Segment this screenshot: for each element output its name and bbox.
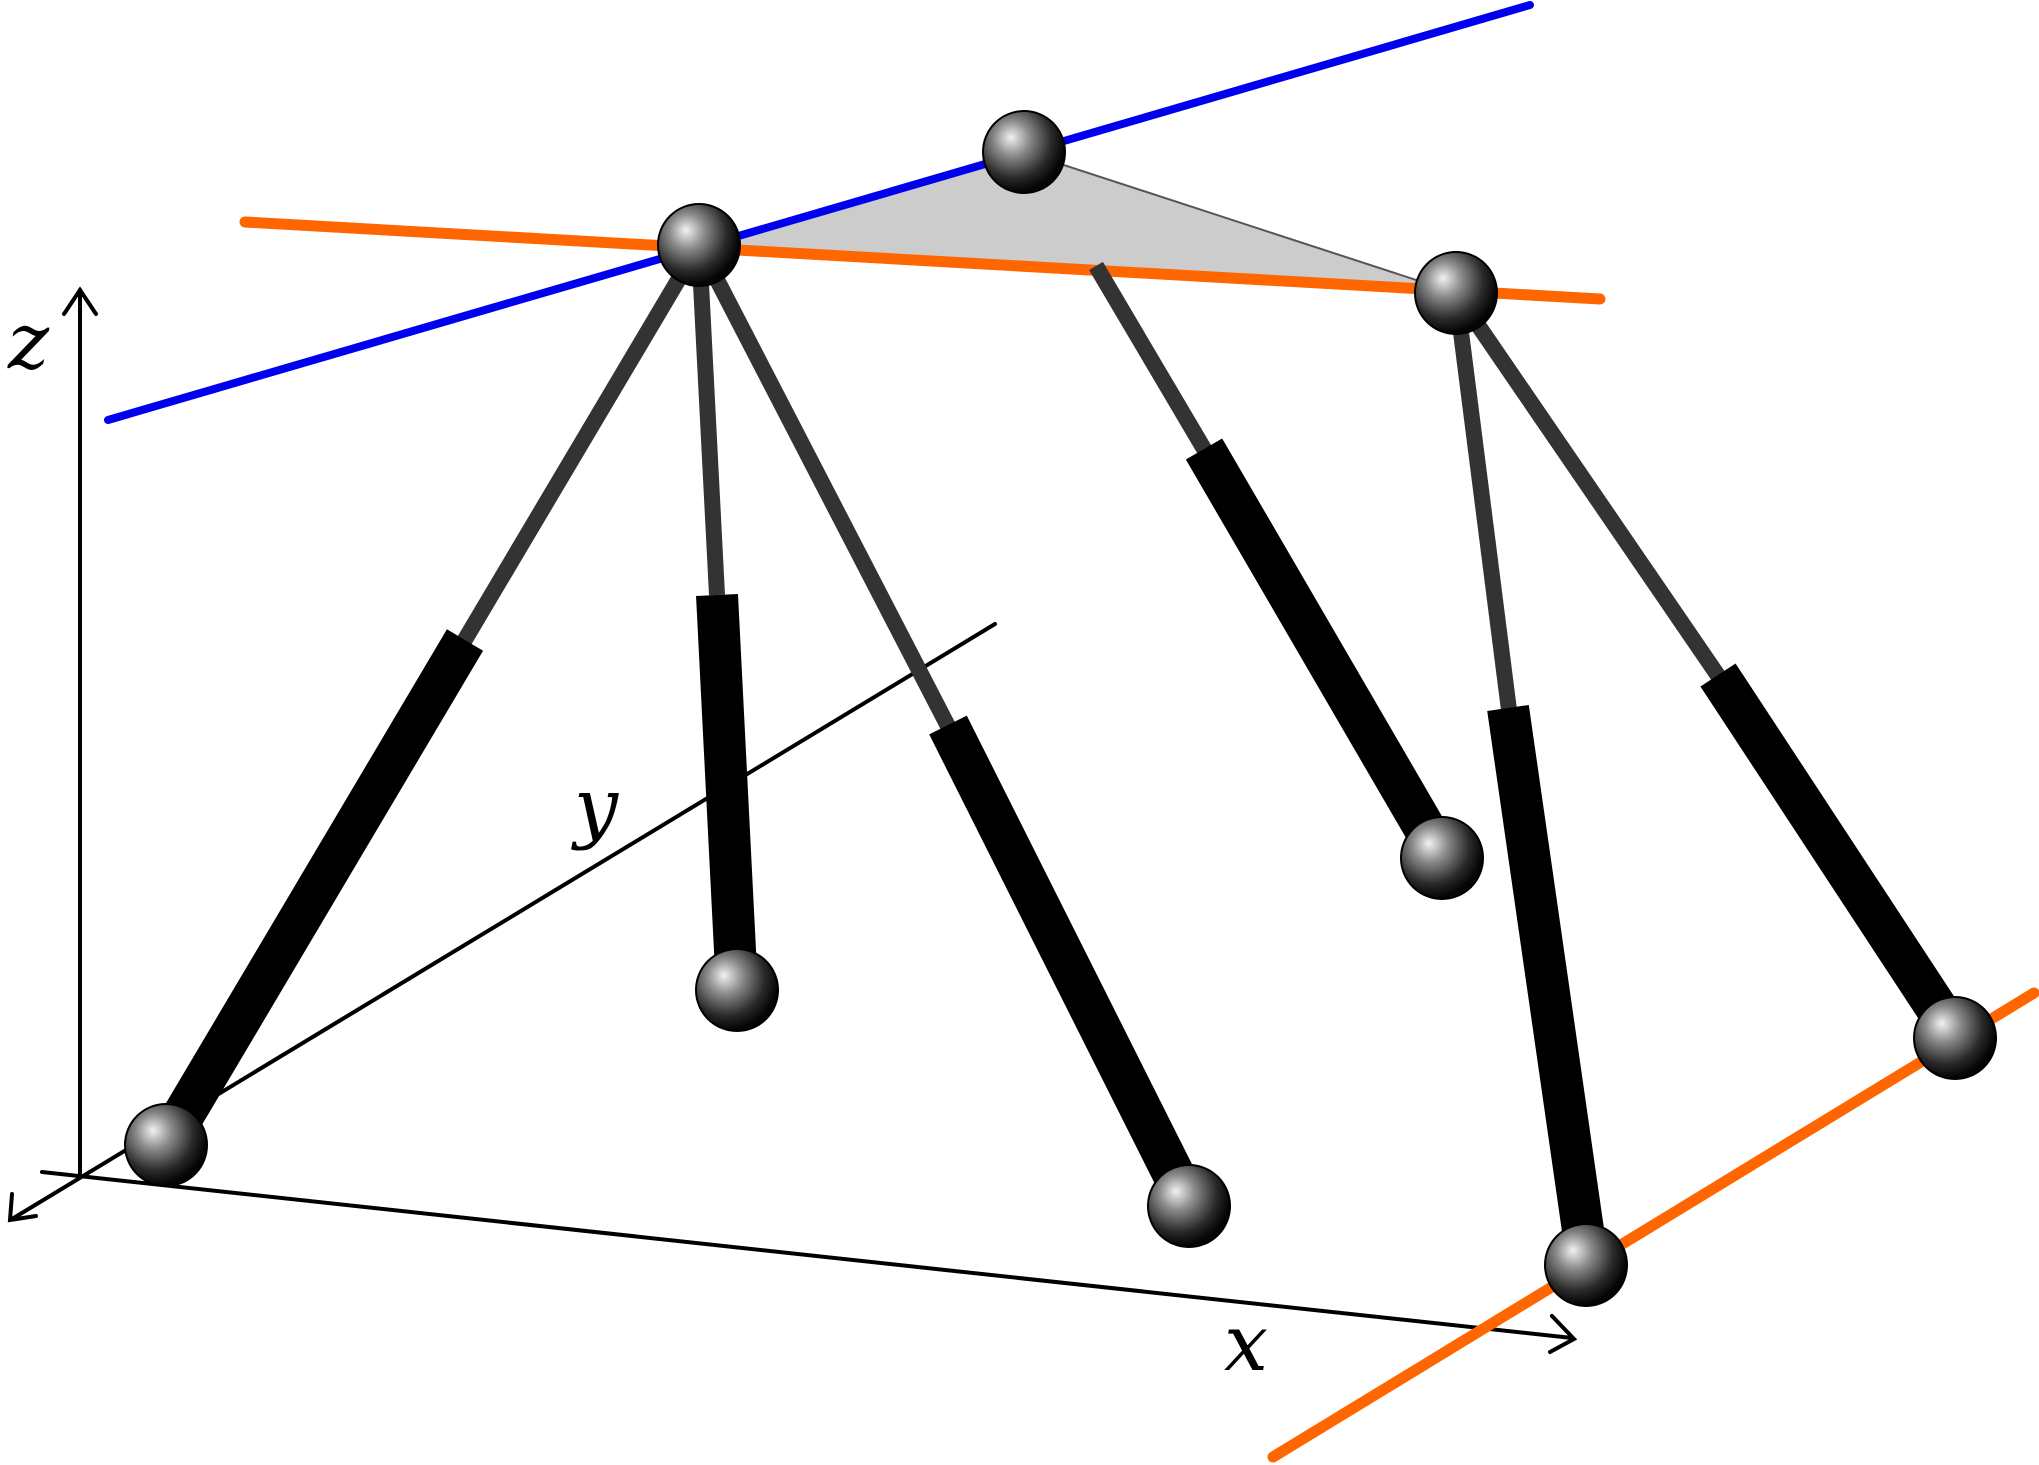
coordinate-axes <box>7 286 1578 1354</box>
leg-4-cylinder <box>1185 438 1461 869</box>
leg-cylinders-thick <box>146 438 1973 1268</box>
base-joint-1 <box>124 1103 208 1187</box>
leg-3-upper-rod <box>691 241 958 734</box>
leg-1-cylinder <box>146 629 484 1157</box>
leg-4-upper-rod <box>1089 261 1214 459</box>
top-joint-c <box>1414 251 1498 335</box>
x-axis-arrowhead-icon <box>1548 1314 1578 1354</box>
leg-rods-thin <box>453 240 1728 734</box>
leg-2-cylinder <box>696 593 758 992</box>
leg-5-cylinder <box>1487 705 1609 1268</box>
base-joint-6 <box>1913 996 1997 1080</box>
base-joint-5 <box>1544 1223 1628 1307</box>
leg-3-cylinder <box>929 715 1209 1217</box>
orange-reference-line-base <box>1267 987 2039 1463</box>
leg-5-upper-rod <box>1448 291 1517 712</box>
y-axis-label: y <box>571 762 619 852</box>
leg-2-upper-rod <box>691 244 725 596</box>
orange-reference-line-top <box>239 216 1606 305</box>
leg-6-upper-rod <box>1449 288 1728 685</box>
y-axis-arrowhead-icon <box>7 1192 38 1223</box>
top-joint-a <box>657 203 741 287</box>
joints <box>124 110 1997 1307</box>
top-joint-b <box>982 110 1066 194</box>
x-axis <box>40 1170 1574 1340</box>
x-axis-label: x <box>1224 1299 1268 1389</box>
blue-reference-line <box>104 1 1534 424</box>
z-axis-arrowhead-icon <box>62 286 98 316</box>
base-joint-2 <box>695 948 779 1032</box>
base-joint-4 <box>1400 816 1484 900</box>
leg-1-upper-rod <box>453 240 706 653</box>
leg-6-cylinder <box>1700 663 1973 1048</box>
z-axis-label: z <box>7 297 50 387</box>
base-joint-3 <box>1147 1164 1231 1248</box>
